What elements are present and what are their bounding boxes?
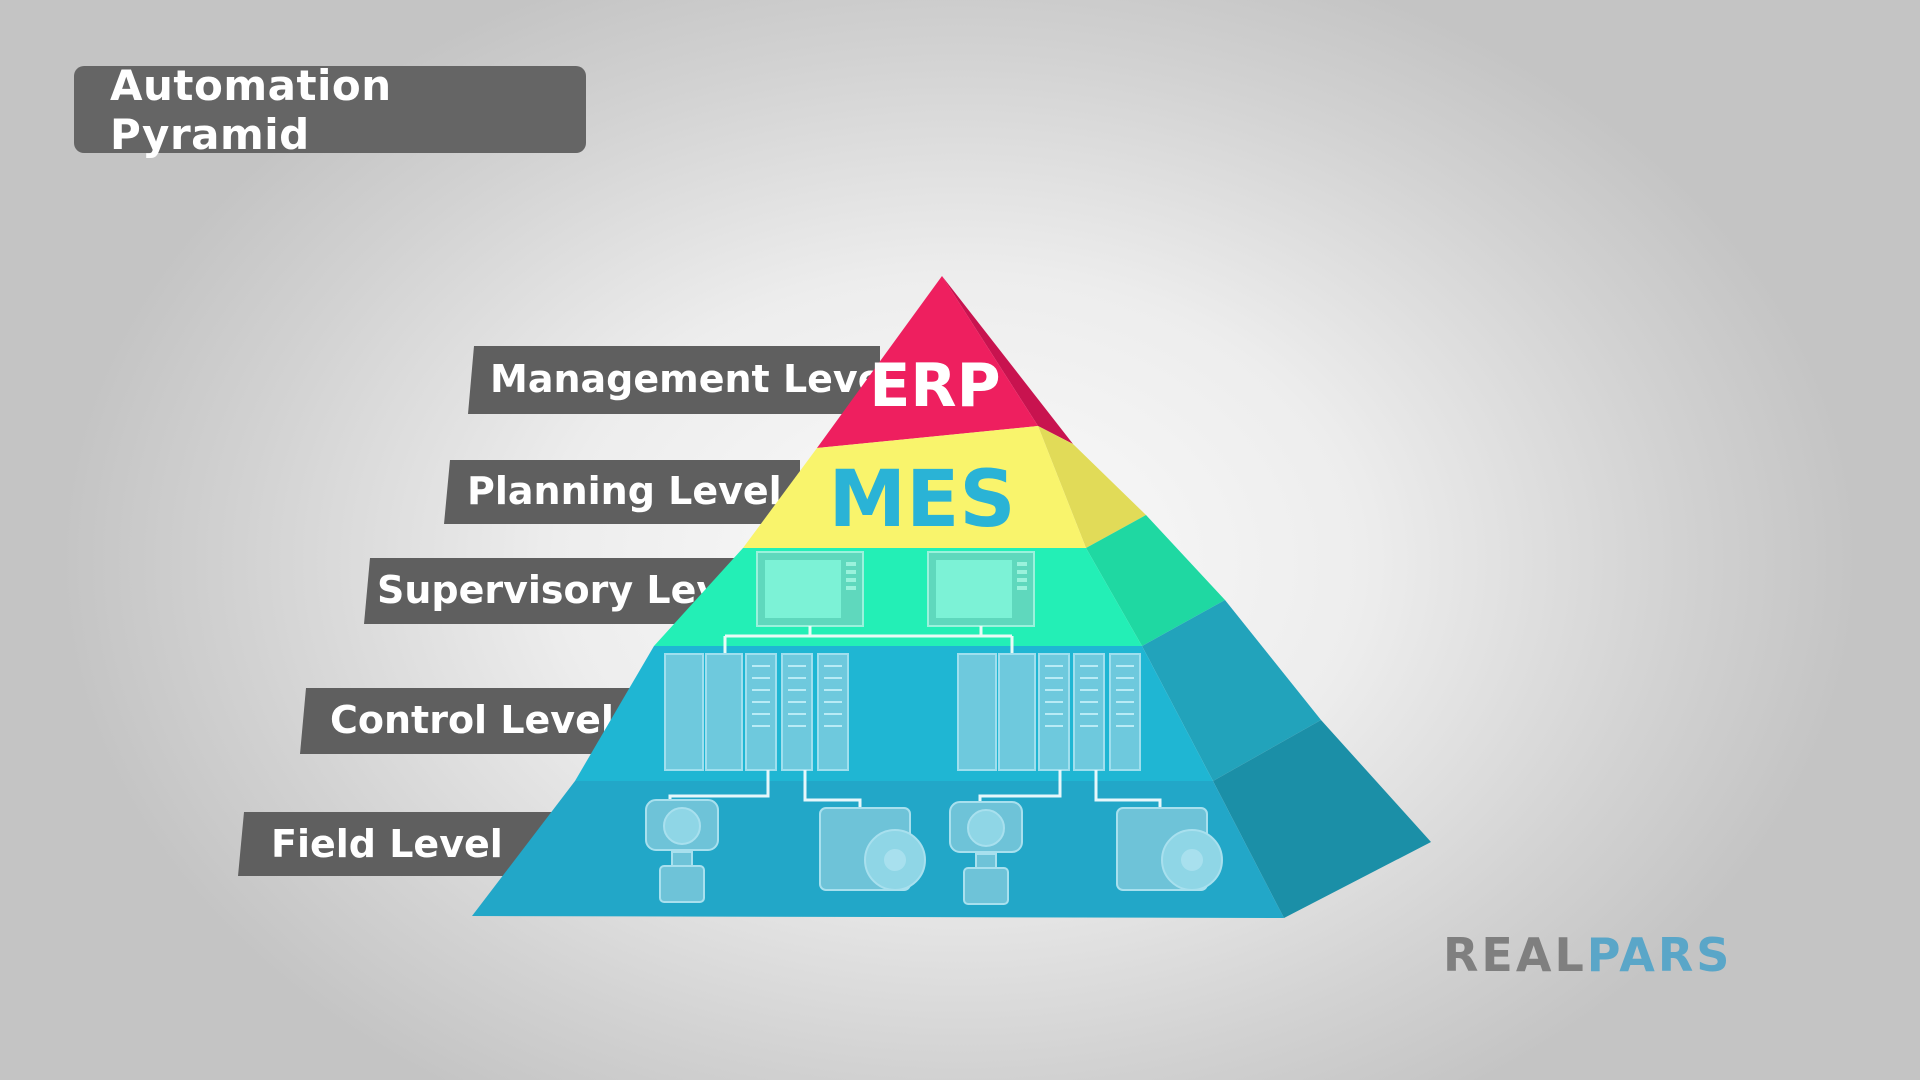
logo-part-pars: PARS [1586,928,1733,982]
level-label-management: Management Level [490,357,897,401]
side-face-management [942,276,1073,444]
transmitter-left [645,799,719,903]
hmi-network-line [723,626,1014,656]
title-badge: Automation Pyramid [74,61,586,159]
label-tab-supervisory [364,558,740,624]
motor-left [819,807,926,891]
front-face-management [817,276,1038,448]
side-face-planning [1038,426,1146,548]
erp-code: ERP [869,351,1000,421]
plc-racks [664,653,1141,771]
pyramid-side-faces [942,276,1431,918]
mes-code: MES [828,455,1015,545]
front-face-planning [743,426,1086,548]
label-tab-planning [444,460,800,524]
side-face-control [1142,600,1321,781]
label-tab-field [238,812,560,876]
side-face-supervisory [1086,515,1225,646]
hmi-panels [723,551,1035,656]
hmi-panel-left [756,551,864,627]
level-label-planning: Planning Level [467,469,782,513]
side-face-field [1213,720,1431,918]
hmi-panel-right [927,551,1035,627]
plc-rack-details [752,665,1134,727]
label-tab-control [300,688,650,754]
label-tab-management [468,346,880,414]
level-labels: Management Level Planning Level Supervis… [238,346,897,876]
logo-part-real: REAL [1443,928,1587,982]
plc-to-field-lines [668,770,1162,810]
diagram-title: Automation Pyramid [110,60,392,159]
plc-rack-left [664,653,849,771]
field-devices [645,799,1223,905]
level-label-field: Field Level [271,822,503,866]
motor-right [1116,807,1223,891]
realpars-logo: REALPARS [1443,928,1732,982]
level-label-control: Control Level [330,698,614,742]
transmitter-right [949,801,1023,905]
plc-rack-right [957,653,1141,771]
